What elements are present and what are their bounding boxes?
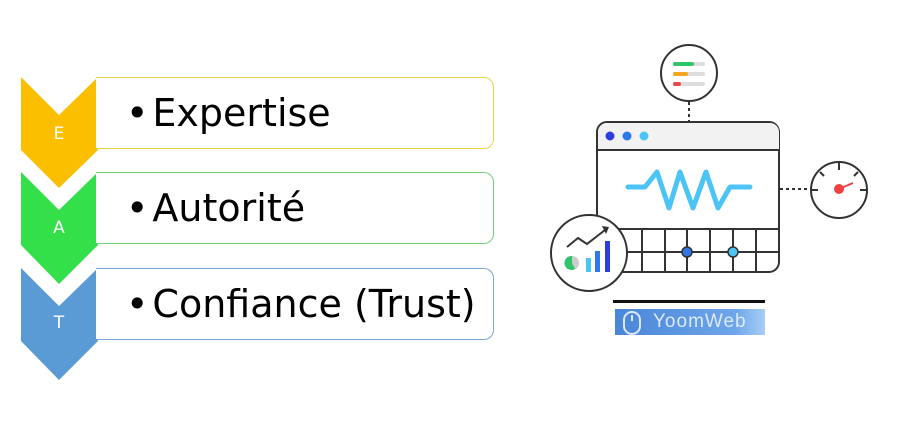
chevron-e xyxy=(21,77,98,188)
logo-text: YoomWeb xyxy=(653,311,747,332)
letter-t: T xyxy=(53,313,65,333)
item-label: Autorité xyxy=(126,186,305,230)
mouse-icon xyxy=(623,311,641,335)
analytics-chart-icon xyxy=(550,214,628,292)
letter-e: E xyxy=(53,124,65,144)
divider-line xyxy=(613,300,765,303)
gauge-icon xyxy=(810,161,868,219)
item-label: Expertise xyxy=(126,91,330,135)
letter-a: A xyxy=(53,218,65,238)
yoomweb-logo: YoomWeb xyxy=(615,309,765,335)
item-box-expertise: Expertise xyxy=(96,77,494,149)
item-label: Confiance (Trust) xyxy=(126,282,475,326)
chevron-t xyxy=(21,268,98,380)
browser-window-icon xyxy=(596,102,812,273)
item-box-autorite: Autorité xyxy=(96,172,494,244)
item-box-confiance: Confiance (Trust) xyxy=(96,268,494,340)
chevron-a xyxy=(21,172,98,284)
progress-bars-icon xyxy=(660,44,718,102)
